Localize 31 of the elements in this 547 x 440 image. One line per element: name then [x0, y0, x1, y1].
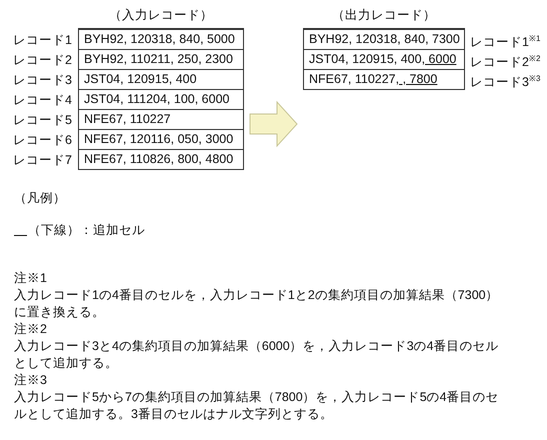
- record-label: レコード2: [13, 52, 72, 69]
- record-text: NFE67, 110826, 800, 4800: [84, 152, 234, 166]
- note-text: 入力レコード3と4の集約項目の加算結果（6000）を，入力レコード3の4番目のセルとして追加する。: [14, 338, 500, 372]
- record-label: レコード4: [13, 92, 72, 109]
- note-text: 入力レコード5から7の集約項目の加算結果（7800）を，入力レコード5の4番目のセルとして追加する。3番目のセルはナル文字列とする。: [14, 389, 500, 423]
- record-label: レコード1: [13, 32, 72, 49]
- note-heading: 注※2: [14, 321, 48, 338]
- note-heading: 注※3: [14, 372, 48, 389]
- record-label: レコード2$^{※2}$: [470, 53, 540, 72]
- record-text: BYH92, 120318, 840, 5000: [84, 32, 235, 46]
- note-text: 入力レコード1の4番目のセルを，入力レコード1と2の集約項目の加算結果（7300）に置き換える。: [14, 287, 500, 321]
- record-text: JST04, 120915, 400: [84, 72, 197, 86]
- record-label: レコード1$^{※1}$: [470, 33, 540, 52]
- table-heading: （出力レコード）: [331, 7, 437, 24]
- block-arrow: [250, 100, 298, 148]
- record-text: BYH92, 110211, 250, 2300: [84, 52, 233, 66]
- legend-heading: （凡例）: [14, 190, 66, 207]
- note-heading: 注※1: [14, 270, 48, 287]
- record-text: JST04, 111204, 100, 6000: [84, 92, 230, 106]
- record-label: レコード7: [13, 152, 72, 169]
- record-text: NFE67, 120116, 050, 3000: [84, 132, 234, 146]
- record-label: レコード5: [13, 112, 72, 129]
- record-text: NFE67, 110227, , 7800: [309, 72, 438, 86]
- record-text: BYH92, 120318, 840, 7300: [309, 32, 460, 46]
- record-text: NFE67, 110227: [84, 112, 171, 126]
- table-heading: （入力レコード）: [108, 7, 214, 24]
- record-label: レコード3: [13, 72, 72, 89]
- record-label: レコード6: [13, 132, 72, 149]
- legend-text: （下線）：追加セル: [28, 222, 145, 239]
- record-text: JST04, 120915, 400, 6000: [309, 52, 456, 66]
- record-label: レコード3$^{※3}$: [470, 73, 540, 92]
